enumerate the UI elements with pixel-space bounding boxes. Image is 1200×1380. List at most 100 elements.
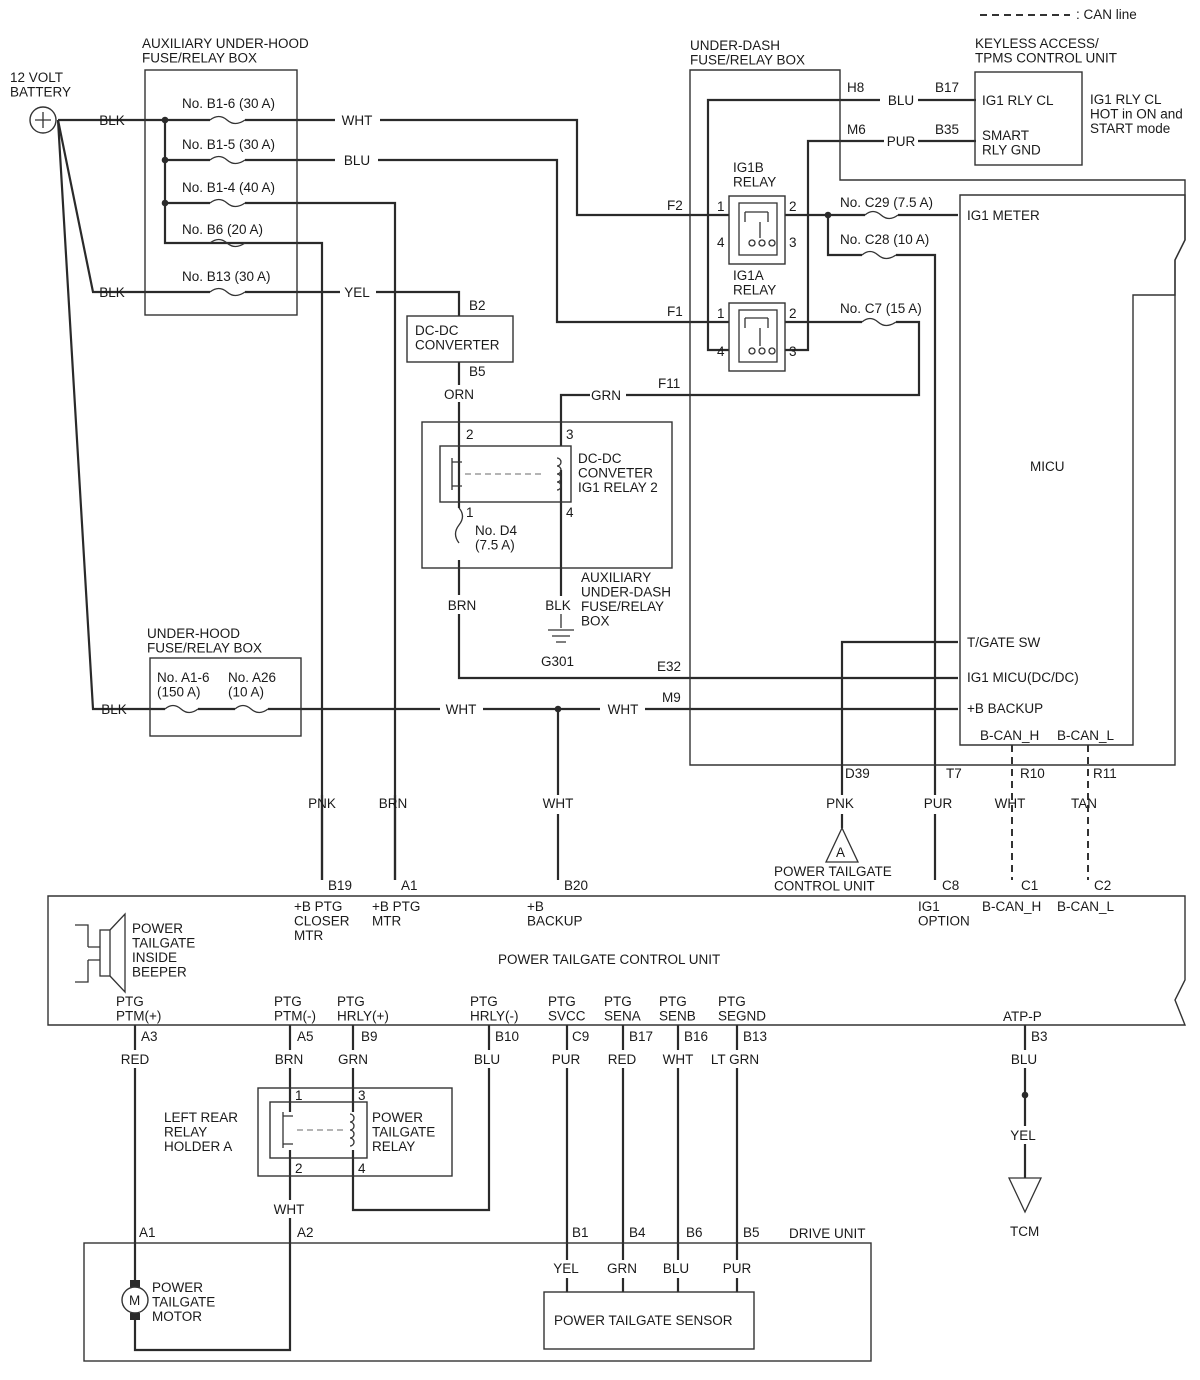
wire-color-label-20: TAN	[1071, 796, 1097, 811]
relay-pin-label-12: 1	[295, 1088, 303, 1103]
connector-label-8: F11	[658, 376, 680, 391]
connector-label-24: B10	[495, 1029, 519, 1044]
connector-label-6: B2	[469, 298, 486, 313]
fuse-a26-label: No. A26(10 A)	[228, 670, 276, 700]
ptg-unit-title: POWER TAILGATE CONTROL UNIT	[498, 952, 720, 967]
wire-color-label-3: BLK	[99, 285, 125, 300]
dcdc-relay-coil-icon	[556, 457, 562, 491]
relay-holder-box	[257, 1087, 453, 1177]
wire-color-label-33: GRN	[607, 1261, 637, 1276]
micu-pin-bcan-h: B-CAN_H	[980, 728, 1039, 743]
ptg-pin-bcan-h: B-CAN_H	[982, 899, 1041, 914]
connector-label-26: B17	[629, 1029, 653, 1044]
fuse-b1-6-label: No. B1-6 (30 A)	[182, 96, 275, 111]
ptg-sensor-box	[543, 1291, 755, 1350]
connector-label-23: B9	[361, 1029, 378, 1044]
keyless-pin-ig1-rly-cl: IG1 RLY CL	[982, 93, 1054, 108]
connector-label-2: M6	[847, 122, 866, 137]
aux-underdash-fuse-box	[421, 421, 673, 569]
dcdc-converter-box	[406, 315, 514, 363]
connector-label-5: F1	[667, 304, 683, 319]
connector-label-18: C8	[942, 878, 959, 893]
wire-color-label-14: PNK	[308, 796, 336, 811]
wire-color-label-17: PNK	[826, 796, 854, 811]
connector-label-10: M9	[662, 690, 681, 705]
wire-color-label-21: RED	[121, 1052, 150, 1067]
ground-icon	[548, 614, 574, 643]
connector-label-4: F2	[667, 198, 683, 213]
keyless-unit-title: KEYLESS ACCESS/TPMS CONTROL UNIT	[975, 36, 1117, 66]
wire-color-label-2: BLU	[344, 153, 370, 168]
ptg-control-unit-box	[47, 895, 1187, 1026]
wire-color-label-24: BLU	[474, 1052, 500, 1067]
tcm-arrow-icon	[1007, 1177, 1043, 1214]
wire-color-label-25: PUR	[552, 1052, 581, 1067]
connector-label-3: B35	[935, 122, 959, 137]
connector-label-21: A3	[141, 1029, 158, 1044]
connector-label-11: D39	[845, 766, 870, 781]
tcm-label: TCM	[1010, 1224, 1039, 1239]
wire-color-label-12: WHT	[446, 702, 477, 717]
wire-color-label-13: WHT	[608, 702, 639, 717]
drive-unit-box	[83, 1242, 872, 1362]
ptg-pin-bcan-l: B-CAN_L	[1057, 899, 1115, 914]
micu-box	[959, 194, 1186, 746]
relay-pin-label-5: 2	[789, 306, 797, 321]
can-legend-label: : CAN line	[1076, 7, 1137, 22]
wire-color-label-26: RED	[608, 1052, 637, 1067]
relay-pin-label-15: 4	[358, 1161, 366, 1176]
connector-label-7: B5	[469, 364, 486, 379]
battery-icon	[29, 106, 57, 134]
connector-label-22: A5	[297, 1029, 314, 1044]
relay-pin-label-2: 4	[717, 235, 725, 250]
wire-color-label-22: BRN	[275, 1052, 304, 1067]
battery-plus-icon	[35, 112, 51, 128]
connector-label-28: B13	[743, 1029, 767, 1044]
relay-pin-label-4: 1	[717, 306, 725, 321]
micu-pin-b-backup: +B BACKUP	[967, 701, 1043, 716]
motor-symbol: M	[129, 1293, 140, 1308]
wire-color-label-18: PUR	[924, 796, 953, 811]
ptg-pin-atp-p: ATP-P	[1003, 1009, 1042, 1024]
underhood-fuse-box	[149, 657, 302, 737]
wire-color-label-7: ORN	[444, 387, 474, 402]
fuse-b1-4-label: No. B1-4 (40 A)	[182, 180, 275, 195]
wire-color-label-34: BLU	[663, 1261, 689, 1276]
ig1b-relay	[728, 195, 786, 265]
wire-color-label-9: BRN	[448, 598, 477, 613]
wire-color-label-1: WHT	[342, 113, 373, 128]
connector-label-17: B20	[564, 878, 588, 893]
micu-pin-bcan-l: B-CAN_L	[1057, 728, 1115, 743]
connector-label-32: B1	[572, 1225, 589, 1240]
fuse-c28-label: No. C28 (10 A)	[840, 232, 929, 247]
wire-color-label-6: PUR	[887, 134, 916, 149]
connector-label-1: B17	[935, 80, 959, 95]
connector-label-9: E32	[657, 659, 681, 674]
relay-pin-label-8: 2	[466, 427, 474, 442]
wire-color-label-16: WHT	[543, 796, 574, 811]
relay-pin-label-1: 2	[789, 199, 797, 214]
ptg-sensor-label: POWER TAILGATE SENSOR	[554, 1313, 733, 1328]
ptg-relay-coil-icon	[349, 1113, 355, 1147]
wire-color-label-29: BLU	[1011, 1052, 1037, 1067]
relay-pin-label-10: 1	[466, 505, 474, 520]
wire-color-label-11: BLK	[101, 702, 127, 717]
connector-label-29: B3	[1031, 1029, 1048, 1044]
micu-title: MICU	[1030, 459, 1065, 474]
ptg-relay-switch-icon	[282, 1112, 293, 1148]
wire-color-label-8: GRN	[591, 388, 621, 403]
fuse-d4-label: No. D4(7.5 A)	[475, 523, 518, 553]
